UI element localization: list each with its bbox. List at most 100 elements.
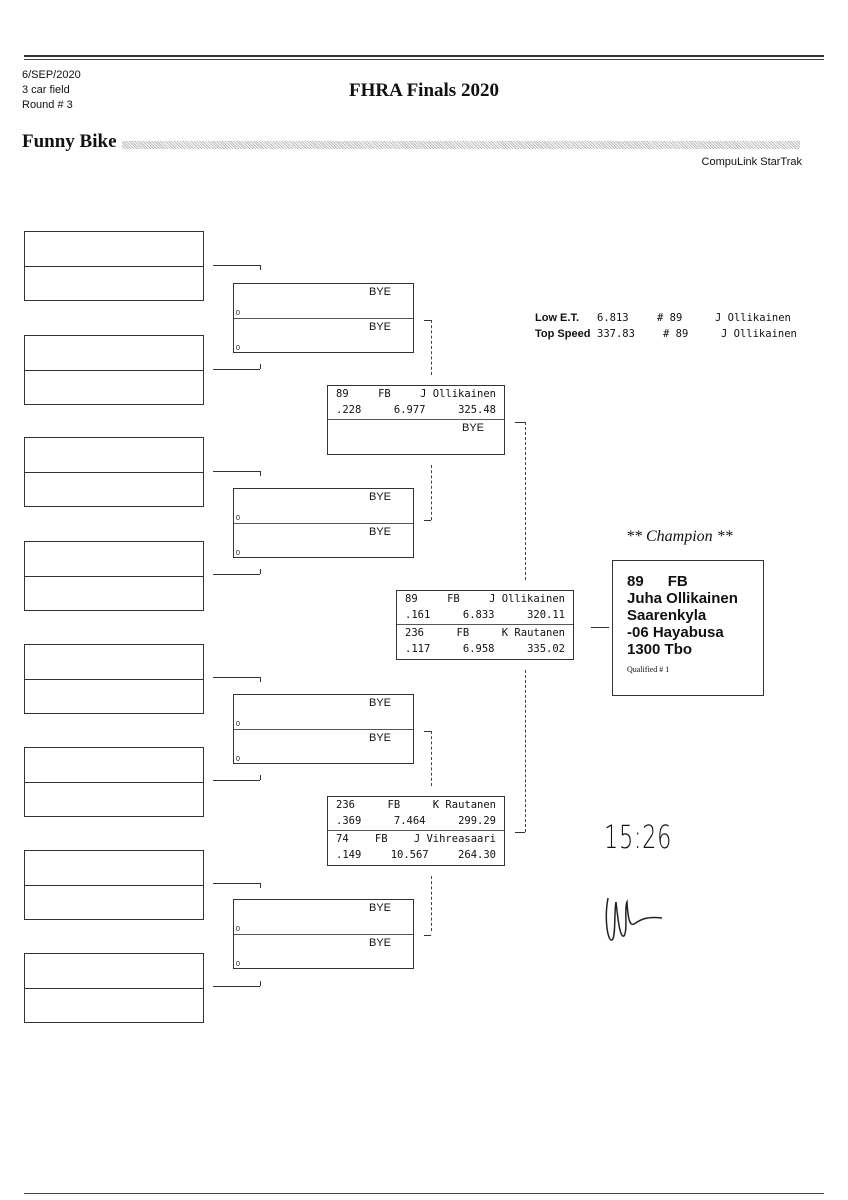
header-info: 6/SEP/2020 3 car field Round # 3 bbox=[22, 68, 81, 113]
class-code: FB bbox=[447, 593, 460, 605]
round1-slot bbox=[24, 231, 204, 301]
champion-class: FB bbox=[667, 573, 688, 590]
bottom-rule bbox=[24, 1193, 824, 1194]
round1-slot bbox=[24, 953, 204, 1023]
bye-label: BYE bbox=[368, 526, 391, 538]
speed: 335.02 bbox=[527, 643, 565, 655]
elapsed-time: 6.833 bbox=[462, 609, 495, 621]
handwritten-signature bbox=[605, 897, 663, 941]
bye-label: BYE bbox=[461, 422, 484, 434]
bye-label: BYE bbox=[368, 937, 391, 949]
car-number: 236 bbox=[336, 799, 355, 811]
bye-label: BYE bbox=[368, 732, 391, 744]
round1-slot bbox=[24, 644, 204, 714]
label: Top Speed bbox=[535, 328, 591, 340]
value: 337.83 bbox=[597, 328, 635, 340]
speed: 299.29 bbox=[458, 815, 496, 827]
bye-label: BYE bbox=[368, 902, 391, 914]
round1-slot bbox=[24, 437, 204, 507]
reaction-time: .369 bbox=[336, 815, 362, 827]
class-code: FB bbox=[374, 833, 388, 845]
bye-label: BYE bbox=[368, 321, 391, 333]
round1-slot bbox=[24, 747, 204, 817]
reaction-time: .228 bbox=[336, 404, 362, 416]
speed: 264.30 bbox=[458, 849, 496, 861]
class-code: FB bbox=[378, 388, 391, 400]
field-size: 3 car field bbox=[22, 84, 70, 96]
lane-number: 0 bbox=[236, 926, 240, 933]
lane-number: 0 bbox=[236, 961, 240, 968]
elapsed-time: 10.567 bbox=[390, 849, 429, 861]
elapsed-time: 7.464 bbox=[393, 815, 426, 827]
speed: 320.11 bbox=[527, 609, 565, 621]
champion-heading: ** Champion ** bbox=[626, 528, 733, 545]
round1-slot bbox=[24, 541, 204, 611]
lane-number: 0 bbox=[236, 550, 240, 557]
event-date: 6/SEP/2020 bbox=[22, 69, 81, 81]
car-number: 236 bbox=[405, 627, 424, 639]
car: # 89 bbox=[657, 312, 683, 324]
top-speed-row: Top Speed 337.83 # 89 J Ollikainen bbox=[535, 326, 797, 342]
champion-name: Juha Ollikainen bbox=[627, 590, 738, 607]
driver: J Ollikainen bbox=[715, 312, 791, 324]
champion-box: 89 FB Juha Ollikainen Saarenkyla -06 Haya… bbox=[612, 560, 764, 696]
speed: 325.48 bbox=[458, 404, 496, 416]
car: # 89 bbox=[663, 328, 689, 340]
handwritten-time: 15:26 bbox=[604, 818, 673, 856]
bye-label: BYE bbox=[368, 286, 391, 298]
event-title: FHRA Finals 2020 bbox=[349, 80, 499, 101]
reaction-time: .117 bbox=[405, 643, 431, 655]
title-fill-pattern bbox=[122, 141, 800, 149]
racer-entry: 236 FB K Rautanen .369 7.464 299.29 bbox=[328, 797, 504, 831]
champion-car-number: 89 bbox=[627, 573, 644, 590]
driver-name: J Vihreasaari bbox=[413, 833, 496, 845]
champion-qualified: Qualified # 1 bbox=[627, 665, 670, 674]
class-code: FB bbox=[456, 627, 470, 639]
lane-number: 0 bbox=[236, 721, 240, 728]
round1-slot bbox=[24, 850, 204, 920]
car-number: 89 bbox=[405, 593, 418, 605]
top-rule bbox=[24, 55, 824, 57]
class-title: Funny Bike bbox=[22, 131, 117, 152]
champion-town: Saarenkyla bbox=[627, 607, 707, 624]
racer-entry: 89 FB J Ollikainen .228 6.977 325.48 bbox=[328, 386, 504, 420]
driver: J Ollikainen bbox=[721, 328, 797, 340]
label: Low E.T. bbox=[535, 312, 579, 324]
car-number: 89 bbox=[336, 388, 349, 400]
software-label: CompuLink StarTrak bbox=[701, 156, 802, 168]
champion-bike: -06 Hayabusa bbox=[627, 624, 724, 641]
reaction-time: .161 bbox=[405, 609, 431, 621]
elapsed-time: 6.958 bbox=[462, 643, 495, 655]
bye-label: BYE bbox=[368, 491, 391, 503]
records-table: Low E.T. 6.813 # 89 J Ollikainen Top Spe… bbox=[535, 310, 797, 342]
champion-engine: 1300 Tbo bbox=[627, 641, 693, 658]
car-number: 74 bbox=[336, 833, 349, 845]
round-number: Round # 3 bbox=[22, 99, 73, 111]
round2-pair: BYE 0 BYE 0 bbox=[233, 488, 414, 558]
round2-pair: BYE 0 BYE 0 bbox=[233, 899, 414, 969]
value: 6.813 bbox=[597, 312, 629, 324]
driver-name: J Ollikainen bbox=[489, 593, 565, 605]
round3-pair: 89 FB J Ollikainen .228 6.977 325.48 BYE bbox=[327, 385, 505, 455]
lane-number: 0 bbox=[236, 756, 240, 763]
class-code: FB bbox=[387, 799, 401, 811]
lane-number: 0 bbox=[236, 310, 240, 317]
driver-name: J Ollikainen bbox=[420, 388, 496, 400]
racer-entry: 89 FB J Ollikainen .161 6.833 320.11 bbox=[397, 591, 573, 625]
lane-number: 0 bbox=[236, 515, 240, 522]
top-rule-thin bbox=[24, 59, 824, 60]
racer-entry: 236 FB K Rautanen .117 6.958 335.02 bbox=[397, 625, 573, 659]
driver-name: K Rautanen bbox=[501, 627, 565, 639]
racer-entry: 74 FB J Vihreasaari .149 10.567 264.30 bbox=[328, 831, 504, 865]
driver-name: K Rautanen bbox=[432, 799, 496, 811]
elapsed-time: 6.977 bbox=[393, 404, 426, 416]
low-et-row: Low E.T. 6.813 # 89 J Ollikainen bbox=[535, 310, 797, 326]
round2-pair: BYE 0 BYE 0 bbox=[233, 694, 414, 764]
reaction-time: .149 bbox=[336, 849, 362, 861]
round1-slot bbox=[24, 335, 204, 405]
bye-label: BYE bbox=[368, 697, 391, 709]
